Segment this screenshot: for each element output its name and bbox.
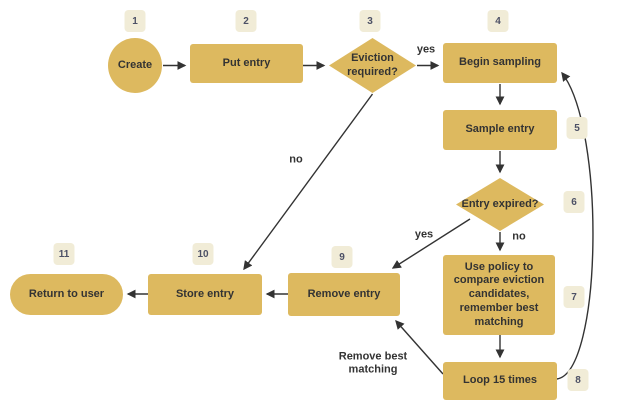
edge-expired-yes-to-remove-entry — [391, 218, 471, 269]
node-use-policy: Use policy to compare eviction candidate… — [443, 255, 555, 335]
badge-9: 9 — [331, 246, 353, 268]
edge-loop-to-remove-entry — [395, 319, 444, 375]
edge-eviction-no-to-store-entry — [243, 93, 374, 271]
node-loop-15-times: Loop 15 times — [443, 362, 557, 400]
badge-11: 11 — [53, 243, 75, 265]
badge-2: 2 — [235, 10, 257, 32]
node-sample-entry: Sample entry — [443, 110, 557, 150]
node-put-entry: Put entry — [190, 44, 303, 83]
badge-3: 3 — [359, 10, 381, 32]
edge-loop-to-begin-sampling — [556, 71, 594, 380]
label-yes-expired: yes — [414, 228, 434, 241]
badge-4: 4 — [487, 10, 509, 32]
badge-1: 1 — [124, 10, 146, 32]
node-store-entry: Store entry — [148, 274, 262, 315]
badge-6: 6 — [563, 191, 585, 213]
badge-7: 7 — [563, 286, 585, 308]
node-begin-sampling: Begin sampling — [443, 43, 557, 83]
badge-8: 8 — [567, 369, 589, 391]
label-yes-eviction: yes — [416, 43, 436, 56]
label-no-expired: no — [512, 230, 526, 243]
node-remove-entry: Remove entry — [288, 273, 400, 316]
node-create: Create — [108, 38, 162, 93]
label-no-eviction: no — [289, 153, 303, 166]
badge-5: 5 — [566, 117, 588, 139]
badge-10: 10 — [192, 243, 214, 265]
node-return-to-user: Return to user — [10, 274, 123, 315]
label-remove-best-matching: Remove best matching — [338, 350, 408, 375]
